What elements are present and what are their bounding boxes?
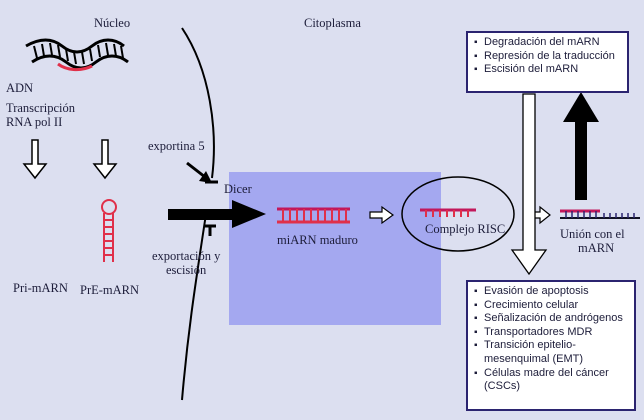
bullet-icon: ▪	[474, 286, 478, 297]
marn-label: mARN	[578, 241, 615, 255]
escision-label: escisión	[166, 263, 207, 277]
nuclear-membrane	[181, 27, 215, 401]
risc-arrow-icon	[369, 205, 395, 225]
pre-marn-label: PrE-mARN	[80, 283, 140, 297]
citoplasma-label: Citoplasma	[304, 16, 361, 30]
mrna-effects-box: ▪Degradación del mARN ▪Represión de la t…	[466, 31, 629, 93]
nucleo-label: Núcleo	[94, 16, 131, 30]
exportina-label: exportina 5	[148, 139, 205, 153]
transcripcion-label: Transcripción	[6, 101, 75, 115]
risc-complex-ellipse	[401, 176, 515, 252]
mrna-binding-icon	[560, 209, 640, 219]
bullet-icon: ▪	[474, 64, 478, 76]
list-item: ▪Células madre del cáncer(CSCs)	[474, 366, 609, 393]
down-to-outcomes-arrow-icon	[510, 93, 548, 276]
bullet-icon: ▪	[474, 367, 478, 379]
list-item: ▪Degradación del mARN	[474, 36, 600, 48]
exportacion-label: exportación y	[152, 249, 221, 263]
miarn-maduro-label: miARN maduro	[277, 233, 358, 247]
risc-mirna-icon	[420, 208, 476, 217]
dicer-label: Dicer	[224, 182, 252, 196]
list-item: ▪Transportadores MDR	[474, 325, 593, 338]
pri-marn-label: Pri-mARN	[13, 281, 68, 295]
bullet-icon: ▪	[474, 37, 478, 48]
list-item: ▪Transición epitelio-mesenquimal (EMT)	[474, 339, 584, 365]
bullet-icon: ▪	[474, 340, 478, 352]
rna-pol-label: RNA pol II	[6, 115, 63, 129]
pre-transcription-arrow-icon	[92, 139, 118, 180]
dna-strand-icon	[25, 38, 129, 72]
adn-label: ADN	[6, 81, 34, 95]
bullet-icon: ▪	[474, 299, 478, 311]
bullet-icon: ▪	[474, 313, 478, 325]
bullet-icon: ▪	[474, 50, 478, 62]
list-item: ▪Señalización de andrógenos	[474, 312, 623, 325]
complejo-risc-label: Complejo RISC	[425, 222, 506, 236]
processing-arrow-icon	[168, 200, 266, 228]
mature-mirna-duplex-icon	[277, 207, 350, 224]
pri-transcription-arrow-icon	[22, 139, 48, 180]
pre-mirna-hairpin-icon	[101, 199, 117, 262]
cytoplasm-processing-region	[229, 172, 441, 325]
bullet-icon: ▪	[474, 326, 478, 338]
list-item: ▪Evasión de apoptosis	[474, 285, 589, 297]
cancer-outcomes-box: ▪Evasión de apoptosis ▪Crecimiento celul…	[466, 280, 636, 411]
exportina-arrow-icon	[186, 161, 212, 183]
list-item: ▪Crecimiento celular	[474, 298, 579, 311]
union-label: Unión con el	[560, 227, 625, 241]
list-item: ▪Represión de la traducción	[474, 49, 615, 62]
up-to-effects-arrow-icon	[563, 92, 599, 200]
list-item: ▪Escisión del mARN	[474, 63, 579, 76]
